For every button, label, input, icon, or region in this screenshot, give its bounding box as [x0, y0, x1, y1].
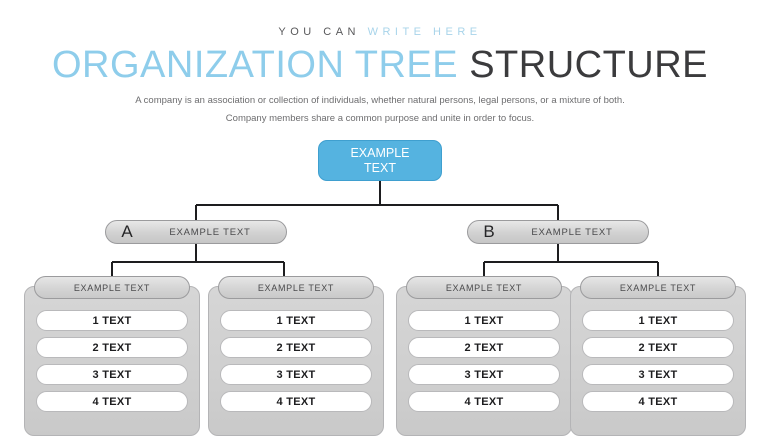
list-item[interactable]: 2 TEXT	[36, 337, 188, 358]
branch-b-letter: B	[483, 222, 495, 241]
list-item[interactable]: 3 TEXT	[220, 364, 372, 385]
leaf-column-items: 1 TEXT 2 TEXT 3 TEXT 4 TEXT	[582, 310, 734, 418]
title-dark-part: STRUCTURE	[469, 44, 709, 86]
eyebrow-dark-text: YOU CAN	[278, 26, 360, 38]
root-node-line2: TEXT	[364, 160, 396, 175]
leaf-column-items: 1 TEXT 2 TEXT 3 TEXT 4 TEXT	[408, 310, 560, 418]
list-item[interactable]: 1 TEXT	[36, 310, 188, 331]
list-item[interactable]: 2 TEXT	[220, 337, 372, 358]
leaf-column-items: 1 TEXT 2 TEXT 3 TEXT 4 TEXT	[36, 310, 188, 418]
root-node[interactable]: EXAMPLE TEXT	[318, 140, 442, 181]
title-blue-part: ORGANIZATION TREE	[51, 44, 459, 86]
leaf-column-header[interactable]: EXAMPLE TEXT	[34, 276, 190, 299]
branch-b-label: EXAMPLE TEXT	[531, 226, 613, 238]
list-item[interactable]: 3 TEXT	[582, 364, 734, 385]
list-item[interactable]: 2 TEXT	[582, 337, 734, 358]
list-item[interactable]: 4 TEXT	[220, 391, 372, 412]
eyebrow-blue-text: WRITE HERE	[367, 26, 482, 38]
eyebrow-text: YOU CAN WRITE HERE	[0, 26, 760, 38]
list-item[interactable]: 4 TEXT	[36, 391, 188, 412]
leaf-column: EXAMPLE TEXT 1 TEXT 2 TEXT 3 TEXT 4 TEXT	[570, 276, 746, 436]
leaf-column-header[interactable]: EXAMPLE TEXT	[406, 276, 562, 299]
leaf-column: EXAMPLE TEXT 1 TEXT 2 TEXT 3 TEXT 4 TEXT	[24, 276, 200, 436]
leaf-column-header[interactable]: EXAMPLE TEXT	[218, 276, 374, 299]
list-item[interactable]: 3 TEXT	[408, 364, 560, 385]
list-item[interactable]: 3 TEXT	[36, 364, 188, 385]
root-node-line1: EXAMPLE	[350, 145, 410, 160]
leaf-column: EXAMPLE TEXT 1 TEXT 2 TEXT 3 TEXT 4 TEXT	[396, 276, 572, 436]
subtitle-paragraph: A company is an association or collectio…	[135, 95, 625, 124]
page-title: ORGANIZATION TREE STRUCTURE	[0, 44, 760, 87]
list-item[interactable]: 1 TEXT	[582, 310, 734, 331]
leaf-column-items: 1 TEXT 2 TEXT 3 TEXT 4 TEXT	[220, 310, 372, 418]
branch-a-label: EXAMPLE TEXT	[169, 226, 251, 238]
branch-node-b[interactable]: B EXAMPLE TEXT	[467, 220, 649, 244]
branch-node-a[interactable]: A EXAMPLE TEXT	[105, 220, 287, 244]
list-item[interactable]: 4 TEXT	[582, 391, 734, 412]
list-item[interactable]: 1 TEXT	[408, 310, 560, 331]
leaf-column: EXAMPLE TEXT 1 TEXT 2 TEXT 3 TEXT 4 TEXT	[208, 276, 384, 436]
leaf-column-header[interactable]: EXAMPLE TEXT	[580, 276, 736, 299]
branch-a-letter: A	[121, 222, 133, 241]
list-item[interactable]: 1 TEXT	[220, 310, 372, 331]
list-item[interactable]: 2 TEXT	[408, 337, 560, 358]
list-item[interactable]: 4 TEXT	[408, 391, 560, 412]
